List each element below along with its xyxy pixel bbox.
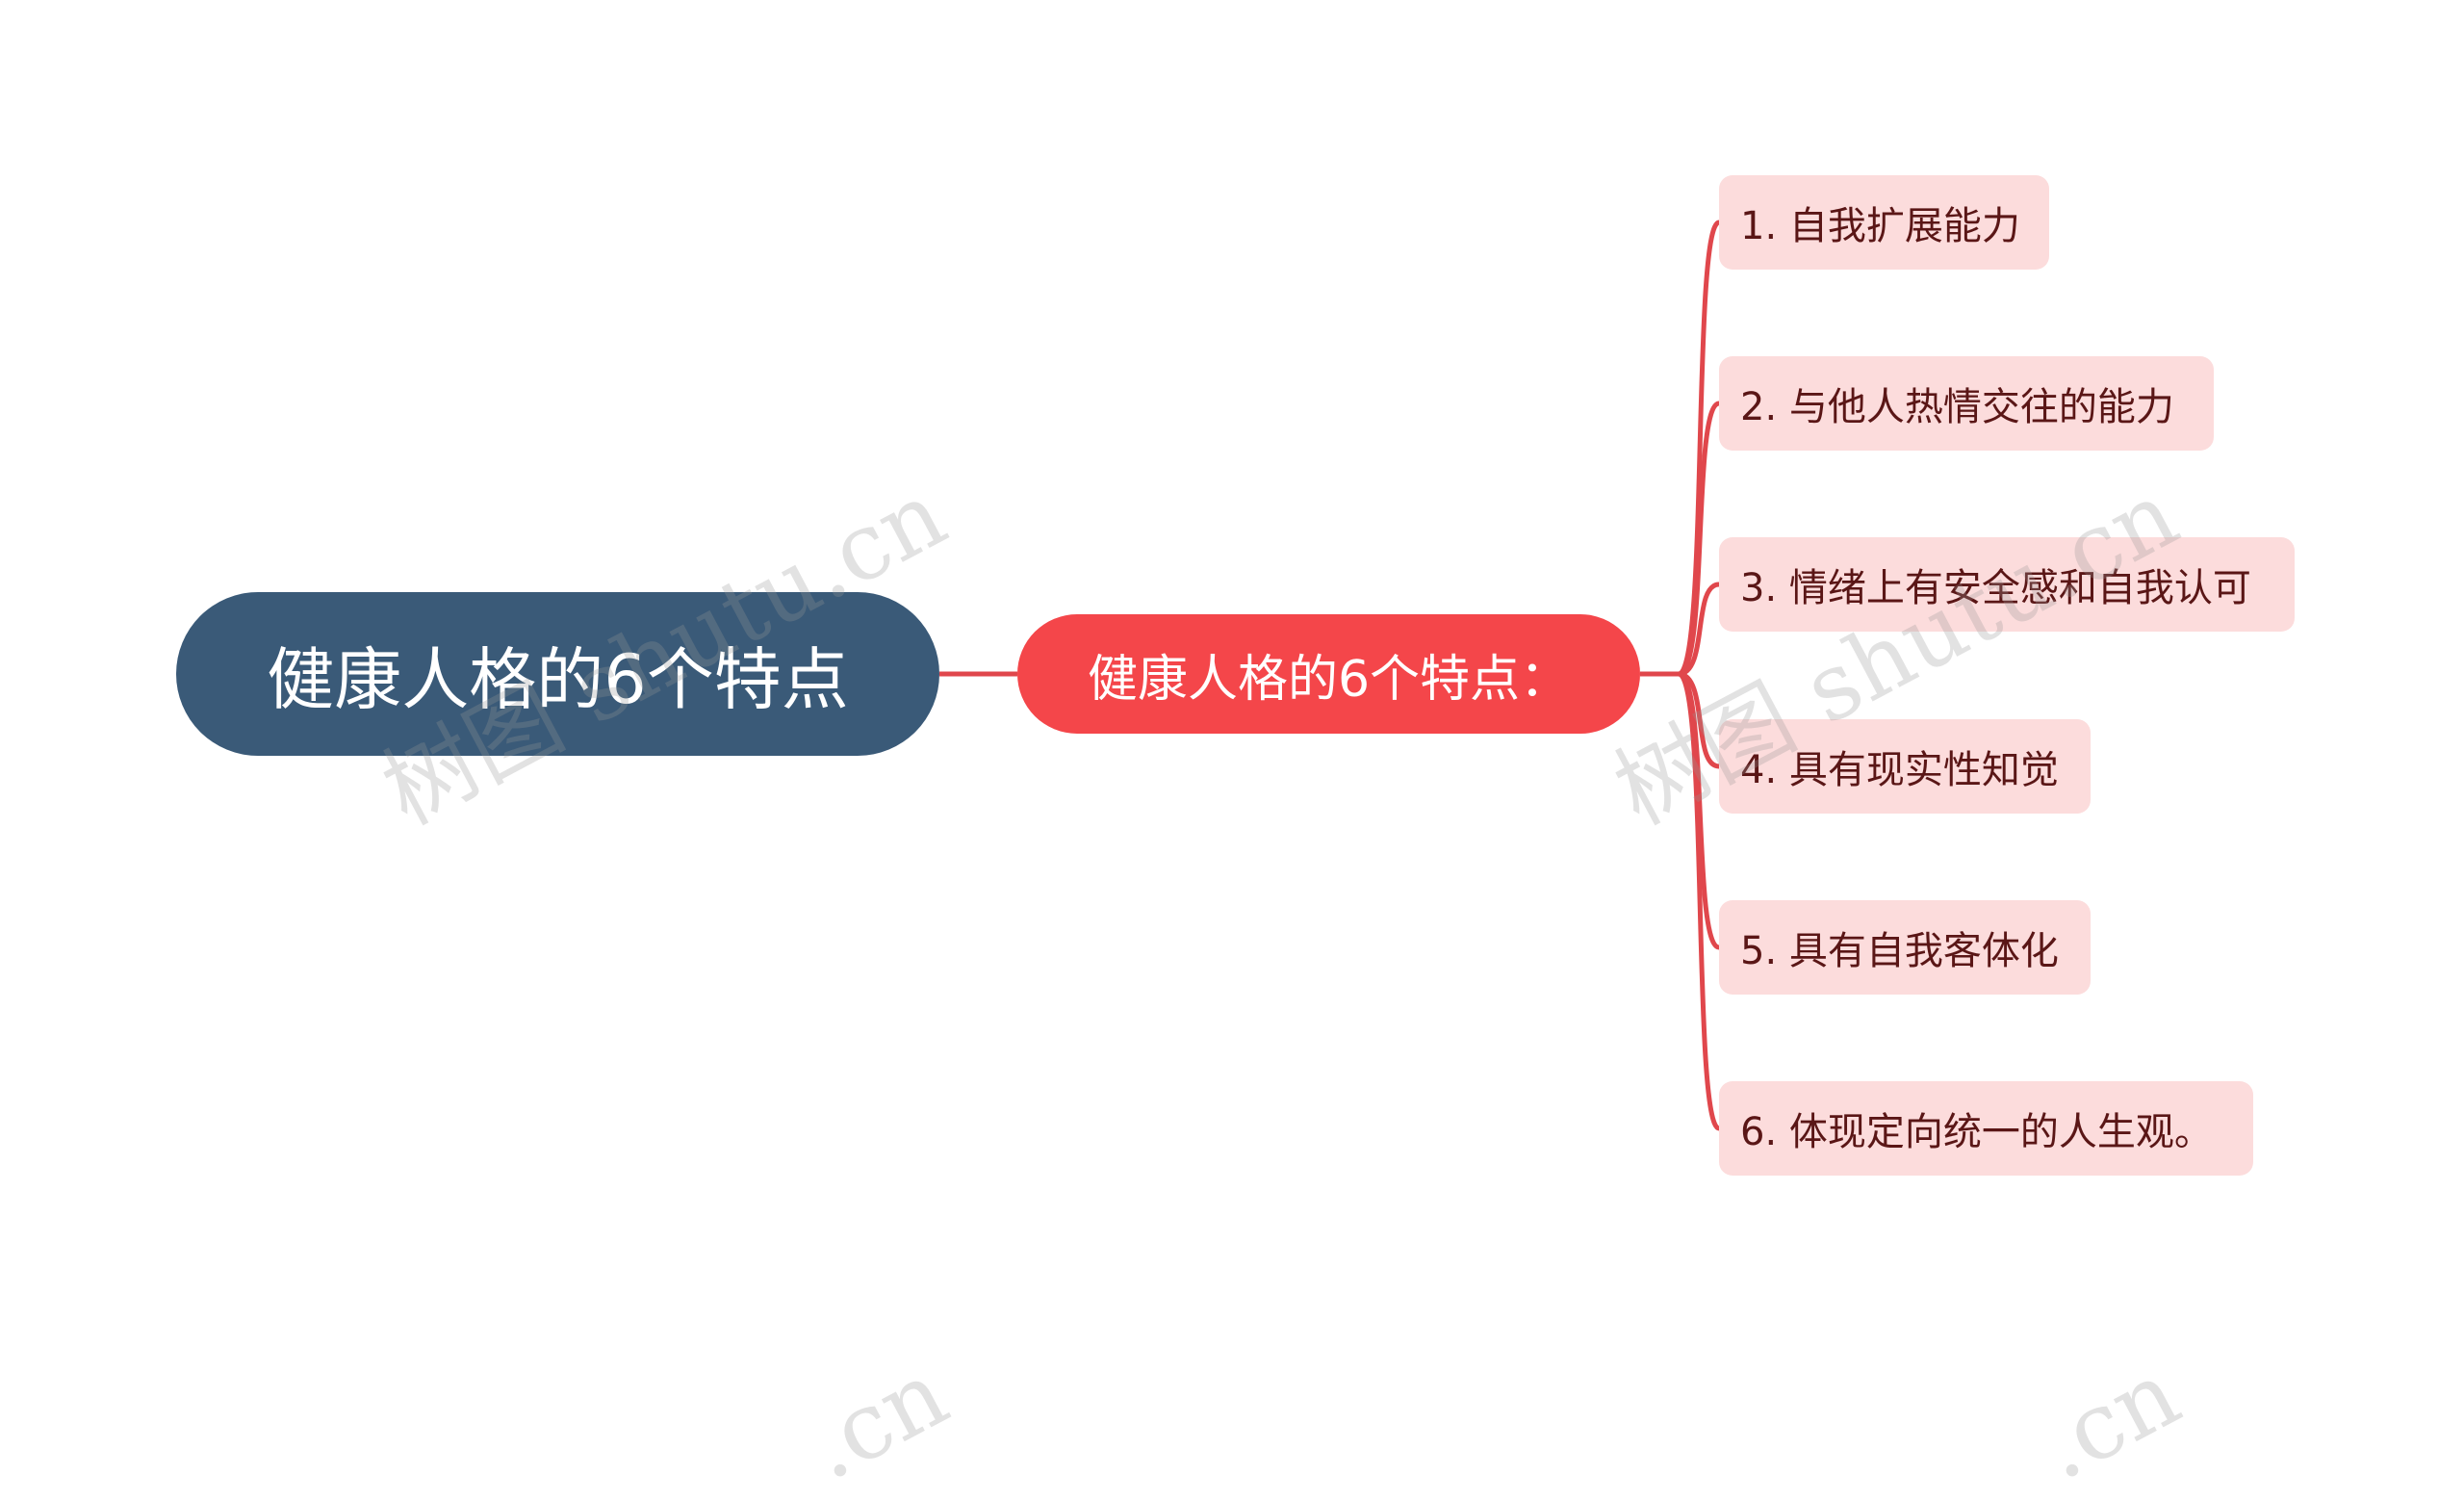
- leaf-node-label: 2. 与他人热情交往的能力: [1740, 385, 2174, 429]
- connector-branch-leaf-6: [1640, 671, 1721, 1131]
- leaf-node-2[interactable]: 2. 与他人热情交往的能力: [1719, 356, 2214, 451]
- connector-branch-leaf-5: [1640, 671, 1721, 950]
- leaf-node-3[interactable]: 3. 情绪上有安全感和自我认可: [1719, 537, 2295, 632]
- leaf-node-4[interactable]: 4. 具有现实性知觉: [1719, 719, 2091, 814]
- leaf-node-label: 6. 体现定向统一的人生观。: [1740, 1110, 2213, 1154]
- connector-branch-leaf-2: [1640, 401, 1721, 677]
- leaf-node-label: 5. 具有自我客体化: [1740, 929, 2059, 973]
- watermark-partial: .cn: [2021, 1339, 2196, 1501]
- root-node-label: 健康人格的6个特点: [267, 639, 849, 719]
- root-node[interactable]: 健康人格的6个特点: [176, 592, 939, 756]
- leaf-node-5[interactable]: 5. 具有自我客体化: [1719, 900, 2091, 995]
- leaf-node-label: 4. 具有现实性知觉: [1740, 748, 2059, 792]
- watermark-partial: .cn: [789, 1339, 964, 1501]
- leaf-node-6[interactable]: 6. 体现定向统一的人生观。: [1719, 1081, 2253, 1176]
- connector-branch-leaf-3: [1640, 582, 1720, 677]
- branch-node[interactable]: 健康人格的6个特点：: [1017, 614, 1640, 734]
- leaf-node-label: 3. 情绪上有安全感和自我认可: [1740, 566, 2251, 610]
- branch-node-label: 健康人格的6个特点：: [1087, 650, 1571, 709]
- mind-map-canvas: 健康人格的6个特点 健康人格的6个特点： 1. 自我扩展能力 2. 与他人热情交…: [176, 175, 2295, 1501]
- leaf-node-1[interactable]: 1. 自我扩展能力: [1719, 175, 2049, 270]
- connector-lines: [939, 220, 1722, 1131]
- connector-branch-leaf-4: [1640, 671, 1720, 769]
- leaf-node-label: 1. 自我扩展能力: [1740, 204, 2020, 248]
